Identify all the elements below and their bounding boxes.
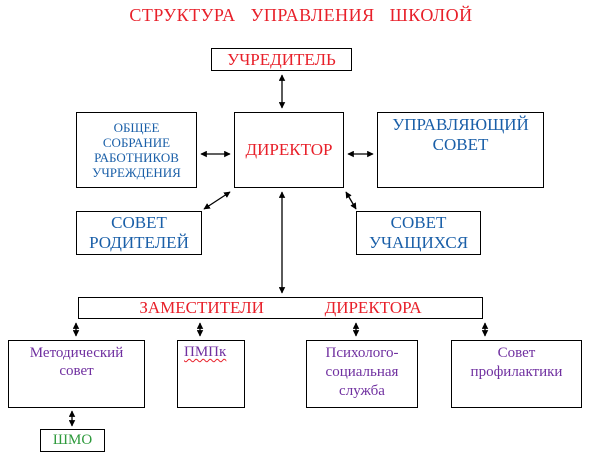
general-meeting-line-3: РАБОТНИКОВ — [94, 150, 179, 165]
methodical-council-box: Методический совет — [8, 340, 145, 408]
students-council-line-2: УЧАЩИХСЯ — [368, 233, 469, 252]
deputies-label-2: ДИРЕКТОРА — [324, 298, 422, 317]
general-meeting-line-4: УЧРЕЖДЕНИЯ — [92, 165, 181, 180]
parents-council-box: СОВЕТ РОДИТЕЛЕЙ — [76, 211, 202, 255]
students-council-box: СОВЕТ УЧАЩИХСЯ — [356, 211, 481, 255]
psych-service-line-1: Психолого- — [325, 345, 399, 361]
pmpk-label: ПМПк — [184, 344, 227, 360]
prevention-council-line-2: профилактики — [470, 364, 563, 380]
general-meeting-line-1: ОБЩЕЕ — [113, 120, 160, 135]
parents-council-line-2: РОДИТЕЛЕЙ — [89, 233, 189, 252]
director-label: ДИРЕКТОР — [245, 140, 333, 159]
prevention-council-line-1: Совет — [497, 345, 536, 361]
students-council-line-1: СОВЕТ — [390, 213, 447, 232]
parents-council-line-1: СОВЕТ — [111, 213, 167, 232]
deputies-label-1: ЗАМЕСТИТЕЛИ — [139, 298, 264, 317]
shmo-label: ШМО — [52, 432, 93, 448]
methodical-council-line-1: Методический — [29, 345, 124, 361]
deputies-box: ЗАМЕСТИТЕЛИ ДИРЕКТОРА — [78, 297, 483, 319]
pmpk-box: ПМПк — [177, 340, 245, 408]
prevention-council-box: Совет профилактики — [451, 340, 582, 408]
shmo-box: ШМО — [40, 429, 105, 452]
director-box: ДИРЕКТОР — [234, 112, 344, 188]
general-meeting-box: ОБЩЕЕ СОБРАНИЕ РАБОТНИКОВ УЧРЕЖДЕНИЯ — [76, 112, 197, 188]
methodical-council-line-2: совет — [59, 363, 94, 379]
founder-box: УЧРЕДИТЕЛЬ — [211, 48, 352, 71]
general-meeting-line-2: СОБРАНИЕ — [102, 135, 171, 150]
governing-council-line-2: СОВЕТ — [432, 135, 489, 154]
psych-service-box: Психолого- социальная служба — [306, 340, 418, 408]
governing-council-line-1: УПРАВЛЯЮЩИЙ — [392, 115, 529, 134]
governing-council-box: УПРАВЛЯЮЩИЙ СОВЕТ — [377, 112, 544, 188]
arrow-director-parents — [203, 191, 231, 210]
arrow-director-students — [345, 191, 357, 210]
founder-label: УЧРЕДИТЕЛЬ — [227, 49, 336, 69]
psych-service-line-2: социальная — [325, 364, 399, 380]
diagram-title: СТРУКТУРА УПРАВЛЕНИЯ ШКОЛОЙ — [129, 5, 473, 25]
psych-service-line-3: служба — [339, 383, 385, 399]
